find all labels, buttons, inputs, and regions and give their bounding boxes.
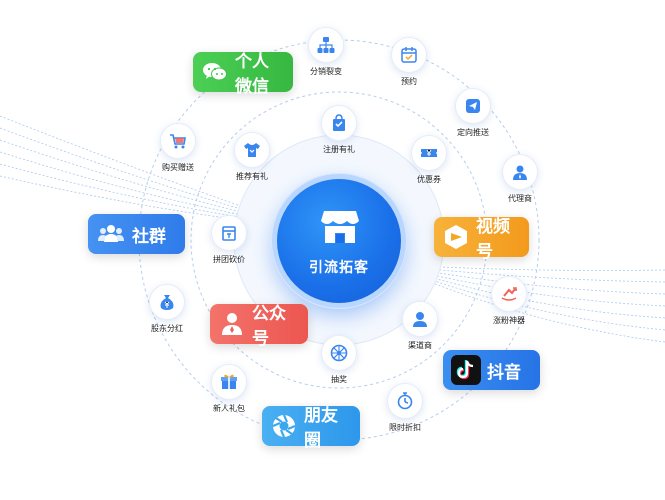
- node-xinren[interactable]: 新人礼包: [200, 364, 258, 414]
- official-account-icon: [222, 313, 242, 335]
- moments-icon: [272, 414, 296, 438]
- node-label: 涨粉神器: [493, 316, 525, 325]
- node-label: 推荐有礼: [236, 172, 268, 181]
- coupon-icon: [421, 149, 437, 157]
- node-label: 预约: [401, 77, 417, 86]
- badge-label: 公众号: [252, 304, 286, 349]
- badge-wechat[interactable]: 个人微信: [193, 52, 293, 97]
- group-icon: [98, 225, 124, 242]
- stopwatch-icon: [397, 392, 413, 410]
- node-label: 新人礼包: [213, 404, 245, 413]
- node-goumai[interactable]: 购买赠送: [149, 123, 207, 173]
- node-label: 代理商: [508, 194, 532, 203]
- node-label: 注册有礼: [323, 145, 355, 154]
- channels-icon: [445, 225, 467, 249]
- storefront-icon: [321, 211, 359, 243]
- badge-label: 社群: [132, 226, 166, 247]
- tag-icon: [222, 226, 236, 241]
- node-label: 限时折扣: [389, 423, 421, 432]
- badge-label: 个人微信: [235, 52, 269, 97]
- node-choujiang[interactable]: 抽奖: [310, 335, 368, 385]
- center-label: 引流拓客: [309, 260, 369, 276]
- badge-moments[interactable]: 朋友圈: [262, 406, 360, 451]
- cart-icon: [170, 134, 186, 149]
- wheel-icon: [330, 344, 348, 362]
- center-hub: 引流拓客: [272, 174, 406, 308]
- node-yuyue[interactable]: 预约: [380, 37, 438, 87]
- node-tuijian[interactable]: 推荐有礼: [223, 132, 281, 182]
- shirt-icon: [244, 143, 260, 157]
- node-xianshi[interactable]: 限时折扣: [376, 383, 434, 433]
- user-icon: [413, 312, 427, 327]
- douyin-icon: [456, 360, 474, 380]
- node-label: 股东分红: [151, 324, 183, 333]
- node-gudong[interactable]: 股东分红: [138, 284, 196, 334]
- node-qudao[interactable]: 渠道商: [391, 301, 449, 351]
- node-youhui[interactable]: 优惠券: [400, 135, 458, 185]
- node-dingxiang[interactable]: 定向推送: [444, 88, 502, 138]
- person-icon: [513, 165, 527, 180]
- node-label: 分销裂变: [310, 67, 342, 76]
- node-label: 优惠券: [417, 175, 441, 184]
- gift-icon: [221, 374, 237, 389]
- badge-label: 抖音: [487, 362, 521, 383]
- gift-bag-icon: [333, 114, 345, 131]
- node-zhuce[interactable]: 注册有礼: [310, 105, 368, 155]
- badge-community[interactable]: 社群: [88, 214, 185, 254]
- badge-label: 朋友圈: [304, 406, 338, 451]
- money-bag-icon: [160, 295, 174, 310]
- node-label: 定向推送: [457, 128, 489, 137]
- node-label: 购买赠送: [162, 163, 194, 172]
- calendar-icon: [401, 47, 417, 63]
- wechat-icon: [203, 63, 227, 81]
- left-flow-lines: [0, 115, 259, 223]
- send-icon: [466, 99, 480, 113]
- node-fenxiao[interactable]: 分销裂变: [297, 27, 355, 77]
- badge-label: 视频号: [476, 217, 510, 262]
- node-label: 拼团砍价: [213, 255, 245, 264]
- badge-douyin[interactable]: 抖音: [443, 350, 540, 390]
- right-flow-lines: [419, 265, 665, 343]
- badge-channels[interactable]: 视频号: [434, 217, 529, 262]
- org-chart-icon: [317, 37, 335, 53]
- node-label: 抽奖: [331, 375, 347, 384]
- node-label: 渠道商: [408, 341, 432, 350]
- node-pintuan[interactable]: 拼团砍价: [200, 215, 258, 265]
- node-dailishang[interactable]: 代理商: [491, 154, 549, 204]
- badge-official-account[interactable]: 公众号: [210, 304, 308, 349]
- node-zhangfen[interactable]: 涨粉神器: [480, 276, 538, 326]
- arrow-up-icon: [501, 287, 517, 301]
